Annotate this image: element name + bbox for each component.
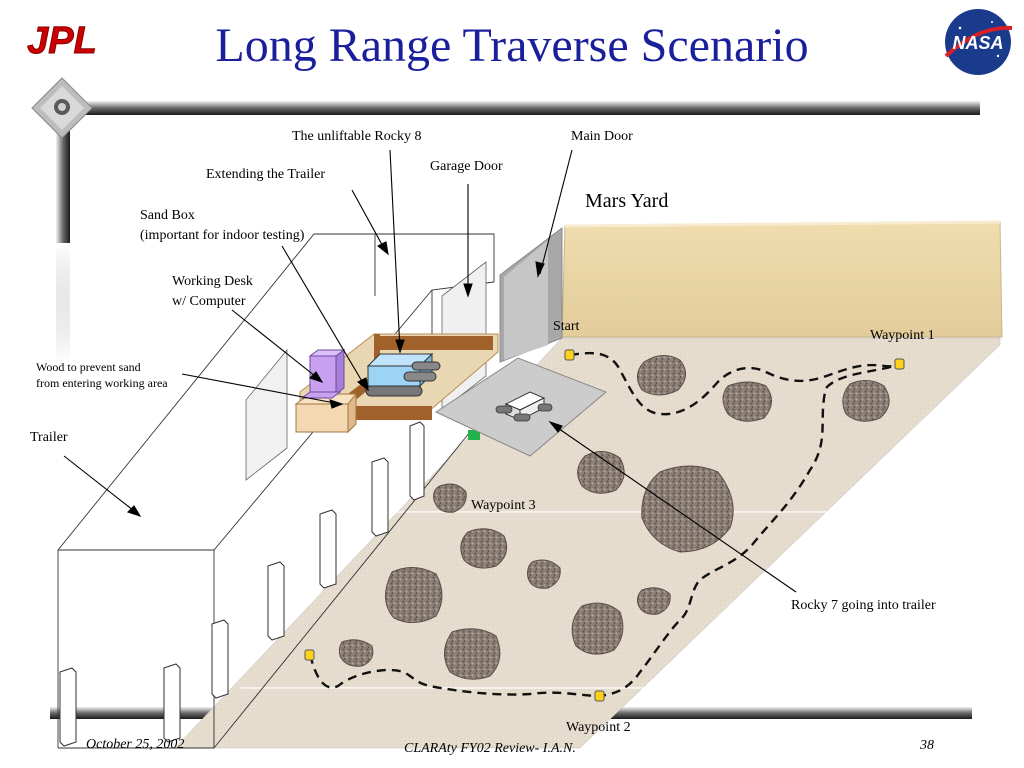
start-marker	[564, 349, 575, 361]
path-end-marker	[304, 649, 315, 661]
label-main-door: Main Door	[571, 129, 633, 144]
top-divider-bar	[78, 101, 980, 115]
fence-post	[267, 561, 285, 641]
rock	[433, 483, 467, 513]
label-wood-note: from entering working area	[36, 376, 168, 390]
fence-post	[409, 421, 425, 501]
left-divider-fade	[56, 243, 70, 363]
extending-trailer-arrow	[351, 189, 387, 253]
green-marker	[468, 430, 480, 440]
footer-date: October 25, 2002	[86, 737, 185, 752]
main-door-arrow	[539, 149, 573, 275]
rock	[571, 602, 624, 655]
label-mars-yard: Mars Yard	[585, 190, 669, 212]
rocky7-rover	[495, 391, 553, 422]
jpl-logo-text: JPL	[27, 20, 97, 60]
label-extending-trailer: Extending the Trailer	[206, 167, 325, 182]
jpl-logo: JPL	[6, 16, 118, 60]
nasa-logo: NASA	[940, 6, 1016, 78]
fence-post	[371, 457, 389, 537]
waypoint1-marker	[894, 358, 905, 370]
page-title: Long Range Traverse Scenario	[215, 19, 809, 72]
left-divider-bar	[56, 118, 70, 243]
fence-posts	[59, 421, 425, 747]
nasa-logo-text: NASA	[952, 33, 1003, 53]
traverse-path	[308, 351, 902, 698]
working-desk-arrow	[231, 309, 321, 381]
corner-diamond-ornament	[31, 77, 93, 139]
label-waypoint2: Waypoint 2	[566, 720, 631, 735]
label-working-desk: Working Desk	[172, 274, 253, 289]
label-waypoint1: Waypoint 1	[870, 328, 935, 343]
rock	[527, 559, 561, 589]
label-start: Start	[553, 319, 580, 334]
working-desk	[294, 392, 358, 434]
label-rocky7: Rocky 7 going into trailer	[791, 598, 936, 613]
fence-post	[319, 509, 337, 589]
fence-post	[163, 663, 181, 743]
footer-page-number: 38	[920, 738, 934, 753]
label-rocky8: The unliftable Rocky 8	[292, 129, 422, 144]
sand-box-arrow	[281, 245, 367, 389]
wood-arrow	[181, 373, 341, 405]
trailer-arrow	[63, 455, 139, 515]
rocky7-arrow	[551, 423, 797, 593]
rock	[385, 567, 443, 623]
label-trailer: Trailer	[30, 430, 68, 445]
rock	[577, 451, 625, 494]
rock	[637, 587, 671, 615]
fence-post	[59, 667, 77, 747]
rock	[722, 381, 772, 422]
mars-yard-ground	[174, 337, 1001, 749]
waypoint-markers	[304, 349, 905, 702]
label-working-desk-computer: w/ Computer	[172, 294, 246, 309]
jpl-logo-graphic: JPL	[8, 20, 116, 60]
rock	[338, 639, 374, 667]
wood-barrier-front	[346, 406, 432, 420]
wall-top-edge	[564, 220, 1001, 228]
label-sand-box-note: (important for indoor testing)	[140, 228, 305, 243]
rock	[444, 628, 501, 680]
rocks	[338, 355, 890, 680]
mars-yard-back-wall	[561, 221, 1003, 338]
label-sand-box: Sand Box	[140, 208, 195, 223]
rock	[641, 465, 734, 553]
label-garage-door: Garage Door	[430, 159, 503, 174]
nasa-logo-graphic: NASA	[944, 9, 1013, 75]
rock	[842, 380, 890, 422]
trailer-side-panel	[245, 348, 288, 481]
wood-barrier-back	[375, 336, 493, 350]
rocky8-rover	[365, 352, 441, 397]
rocky8-arrow	[389, 149, 401, 351]
label-wood: Wood to prevent sand	[36, 360, 141, 374]
footer-center: CLARAty FY02 Review- I.A.N.	[404, 741, 576, 756]
callout-arrows	[63, 149, 797, 593]
label-waypoint3: Waypoint 3	[471, 498, 536, 513]
rock	[460, 528, 508, 569]
rock	[637, 355, 686, 396]
waypoint2-marker	[594, 690, 605, 702]
fence-post	[211, 619, 229, 699]
